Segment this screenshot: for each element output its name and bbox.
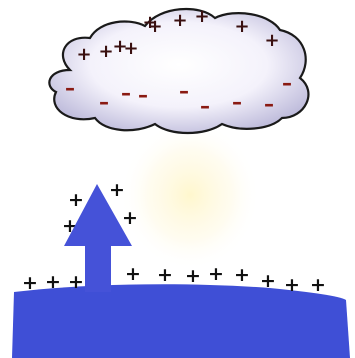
ground-positive-charge: + bbox=[310, 274, 326, 296]
negative-charge: – bbox=[232, 90, 242, 114]
positive-charge: + bbox=[142, 12, 157, 33]
negative-charge: – bbox=[200, 94, 210, 118]
ground-positive-charge: + bbox=[68, 271, 84, 293]
positive-charge: + bbox=[264, 30, 279, 51]
positive-charge: + bbox=[172, 10, 187, 31]
positive-charge: + bbox=[76, 44, 91, 65]
ground-positive-charge: + bbox=[68, 189, 84, 211]
ground-positive-charge: + bbox=[234, 264, 250, 286]
ground-positive-charge: + bbox=[122, 207, 138, 229]
ground-positive-charge: + bbox=[284, 274, 300, 296]
ground-positive-charge: + bbox=[260, 270, 276, 292]
ground-positive-charge: + bbox=[45, 271, 61, 293]
ground-positive-charge: + bbox=[125, 263, 141, 285]
ground-positive-charge: + bbox=[185, 265, 201, 287]
negative-charge: – bbox=[179, 79, 189, 103]
positive-charge: + bbox=[194, 6, 209, 27]
ground-positive-charge: + bbox=[109, 179, 125, 201]
negative-charge: – bbox=[121, 81, 131, 105]
storm-cloud: ++++++++++––––––––– bbox=[49, 6, 308, 133]
positive-charge: + bbox=[98, 41, 113, 62]
negative-charge: – bbox=[138, 83, 148, 107]
ground-positive-charge: + bbox=[157, 264, 173, 286]
positive-charge: + bbox=[112, 36, 127, 57]
ground-positive-charge: + bbox=[208, 263, 224, 285]
negative-charge: – bbox=[264, 92, 274, 116]
negative-charge: – bbox=[99, 90, 109, 114]
positive-charge: + bbox=[234, 16, 249, 37]
negative-charge: – bbox=[65, 76, 75, 100]
ground-positive-charge: + bbox=[22, 272, 38, 294]
negative-charge: – bbox=[282, 71, 292, 95]
faint-glow-icon bbox=[120, 120, 260, 270]
